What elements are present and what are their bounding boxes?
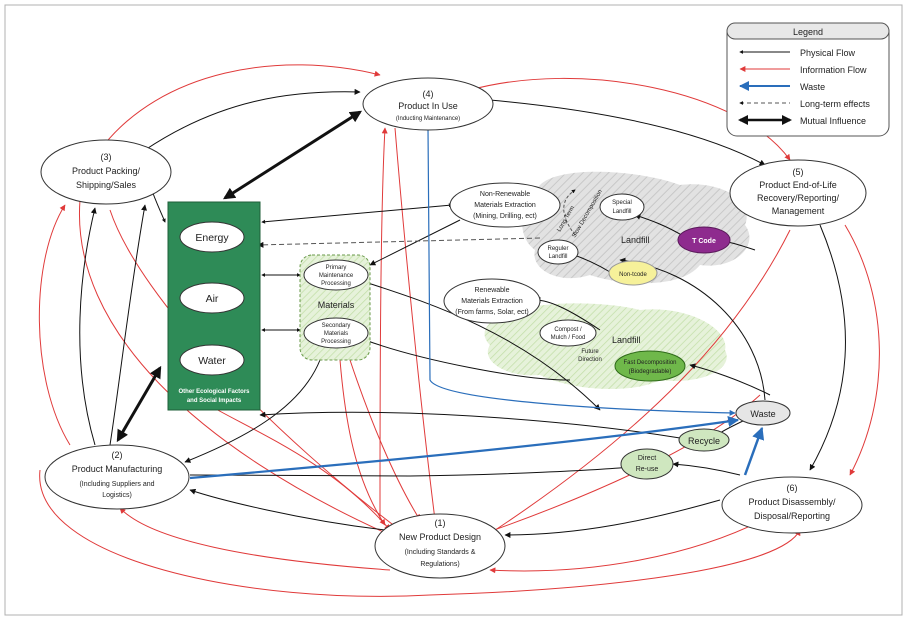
materials-box: Primary Maintenance Processing Materials… xyxy=(299,254,371,361)
reuse-line1: Direct xyxy=(638,455,656,462)
waste-flows xyxy=(189,127,765,480)
dis-line3: Disposal/Reporting xyxy=(754,511,830,521)
mfg-line2: Product Manufacturing xyxy=(72,464,163,474)
compost-line1: Compost / xyxy=(554,327,582,333)
air-node xyxy=(179,282,245,314)
design-line2: New Product Design xyxy=(399,532,481,542)
legend: Legend Physical Flow Information Flow Wa… xyxy=(726,22,890,137)
node-disassembly: (6) Product Disassembly/ Disposal/Report… xyxy=(721,476,863,534)
landfill-top-label: Landfill xyxy=(621,235,650,245)
primary-line3: Processing xyxy=(321,281,351,287)
mfg-line3: (Including Suppliers and xyxy=(79,481,154,488)
legend-label-information: Information Flow xyxy=(800,65,867,75)
node-fast-decomposition: Fast Decomposition (Biodegradable) xyxy=(614,350,686,382)
landfill-bottom-label: Landfill xyxy=(612,335,641,345)
regular-line1: Reguler xyxy=(547,246,568,252)
node-non-tcode: Non-tcode xyxy=(608,260,658,286)
primary-line2: Maintenance xyxy=(319,273,354,279)
legend-label-physical: Physical Flow xyxy=(800,48,856,58)
node-packing: (3) Product Packing/ Shipping/Sales xyxy=(40,139,172,205)
legend-label-mutual: Mutual Influence xyxy=(800,116,866,126)
outer-frame xyxy=(4,4,903,616)
eol-line2: Product End-of-Life xyxy=(759,180,837,190)
ren-line2: Materials Extraction xyxy=(461,298,523,305)
t-code-label: T Code xyxy=(692,238,716,245)
water-label: Water xyxy=(198,355,226,367)
legend-title: Legend xyxy=(793,27,823,37)
node-regular-landfill: Reguler Landfill xyxy=(537,239,579,265)
mfg-line4: Logistics) xyxy=(102,492,132,499)
in-use-line3: (Inducting Maintenance) xyxy=(396,116,460,122)
env-footer-line2: and Social Impacts xyxy=(187,398,242,404)
eol-line3: Recovery/Reporting/ xyxy=(757,193,840,203)
secondary-line3: Processing xyxy=(321,339,351,345)
env-footer-line1: Other Ecological Factors xyxy=(178,389,250,395)
packing-line1: (3) xyxy=(101,152,112,162)
node-compost: Compost / Mulch / Food xyxy=(539,319,597,347)
secondary-processing-node xyxy=(303,317,369,349)
future-label-2: Direction xyxy=(578,357,602,363)
fast-line2: (Biodegradable) xyxy=(629,369,672,375)
legend-label-long-term: Long-term effects xyxy=(800,99,870,109)
regular-line2: Landfill xyxy=(548,254,567,260)
design-line3: (Including Standards & xyxy=(405,549,476,556)
non-tcode-label: Non-tcode xyxy=(619,272,647,278)
future-label-1: Future xyxy=(581,349,599,355)
eol-line4: Management xyxy=(772,206,825,216)
eol-line1: (5) xyxy=(793,167,804,177)
dis-line1: (6) xyxy=(787,483,798,493)
node-waste: Waste xyxy=(735,400,791,426)
long-term-effect-line xyxy=(257,237,541,248)
node-special-landfill: Special Landfill xyxy=(599,193,645,221)
water-node xyxy=(179,344,245,376)
node-non-renewable: Non-Renewable Materials Extraction (Mini… xyxy=(449,182,561,228)
design-line4: Regulations) xyxy=(420,561,459,568)
recycle-label: Recycle xyxy=(688,436,720,446)
primary-processing-node xyxy=(303,259,369,291)
packing-line2: Product Packing/ xyxy=(72,166,141,176)
node-end-of-life: (5) Product End-of-Life Recovery/Reporti… xyxy=(729,159,867,227)
ren-line1: Renewable xyxy=(474,287,509,294)
legend-label-waste: Waste xyxy=(800,82,825,92)
fast-line1: Fast Decomposition xyxy=(623,360,676,366)
node-new-design: (1) New Product Design (Including Standa… xyxy=(374,513,506,579)
environment-box: Energy Air Water Other Ecological Factor… xyxy=(167,201,261,411)
node-renewable: Renewable Materials Extraction (From far… xyxy=(443,278,541,324)
node-manufacturing: (2) Product Manufacturing (Including Sup… xyxy=(44,444,190,510)
air-label: Air xyxy=(206,293,219,305)
in-use-line2: Product In Use xyxy=(398,101,458,111)
nonren-line3: (Mining, Drilling, ect) xyxy=(473,213,537,220)
ren-line3: (From farms, Solar, ect) xyxy=(455,309,529,316)
dis-line2: Product Disassembly/ xyxy=(748,497,836,507)
mfg-line1: (2) xyxy=(112,450,123,460)
reuse-line2: Re-use xyxy=(636,466,659,473)
secondary-line1: Secondary xyxy=(322,323,351,329)
packing-line3: Shipping/Sales xyxy=(76,180,137,190)
information-flows xyxy=(38,64,880,597)
in-use-line1: (4) xyxy=(423,89,434,99)
node-t-code: T Code xyxy=(677,226,731,254)
special-line2: Landfill xyxy=(612,209,631,215)
materials-label: Materials xyxy=(318,300,355,310)
design-line1: (1) xyxy=(435,518,446,528)
mutual-influence-flows xyxy=(116,110,363,443)
energy-label: Energy xyxy=(195,232,229,244)
nonren-line1: Non-Renewable xyxy=(480,191,530,198)
special-line1: Special xyxy=(612,200,632,206)
primary-line1: Primary xyxy=(326,265,347,271)
landfill-gray-cloud xyxy=(522,171,750,284)
compost-line2: Mulch / Food xyxy=(551,335,586,341)
waste-label: Waste xyxy=(750,409,775,419)
energy-node xyxy=(179,221,245,253)
node-recycle: Recycle xyxy=(678,428,730,452)
node-product-in-use: (4) Product In Use (Inducting Maintenanc… xyxy=(362,77,494,131)
nonren-line2: Materials Extraction xyxy=(474,202,536,209)
secondary-line2: Materials xyxy=(324,331,348,337)
node-direct-reuse: Direct Re-use xyxy=(620,448,674,480)
long-term-arc xyxy=(563,189,576,236)
